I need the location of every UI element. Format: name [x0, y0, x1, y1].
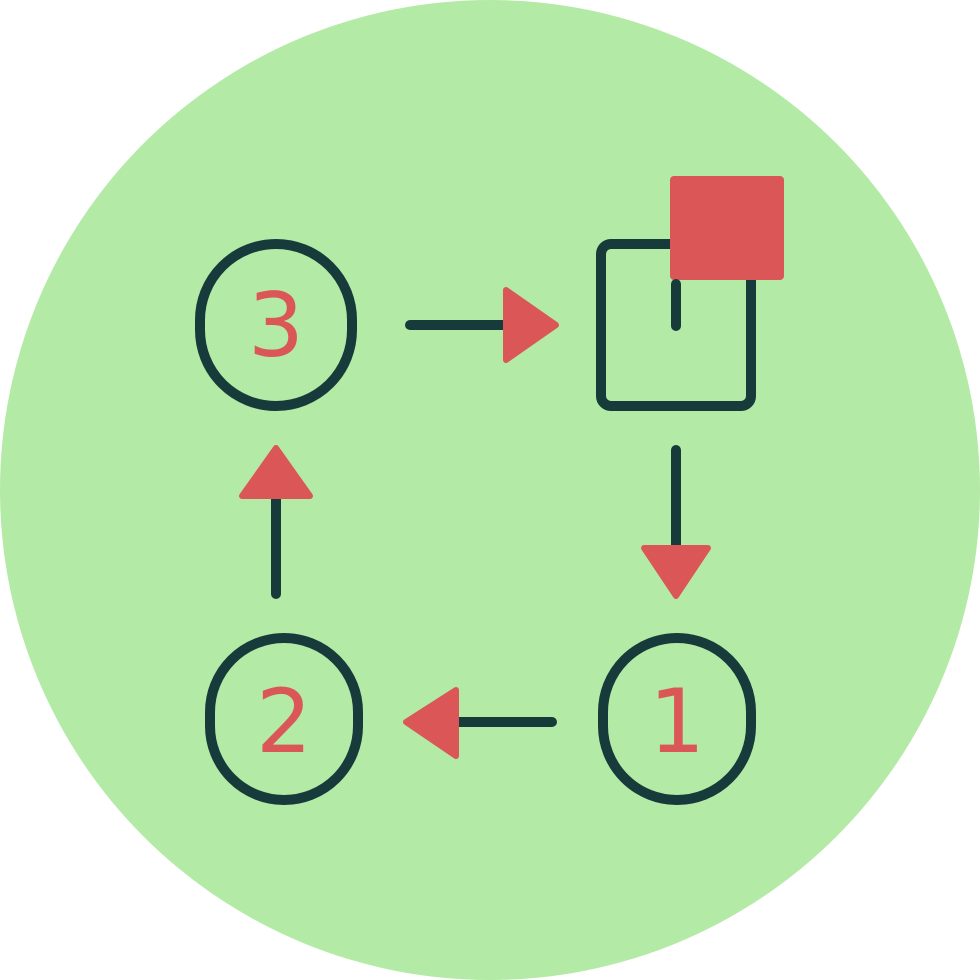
node-step-1: 1 — [598, 633, 756, 805]
arrow-up-head — [239, 445, 313, 499]
arrow-down-head — [641, 545, 711, 599]
node-2-outline — [205, 633, 363, 805]
arrow-left-head — [403, 687, 459, 759]
arrow-left — [403, 687, 557, 759]
arrow-down — [641, 445, 711, 599]
arrow-up — [239, 445, 313, 599]
node-1-outline — [598, 633, 756, 805]
node-step-3: 3 — [195, 239, 357, 411]
node-3-label: 3 — [248, 274, 304, 377]
arrow-right-head — [503, 287, 559, 363]
node-step-2: 2 — [205, 633, 363, 805]
node-1-label: 1 — [649, 670, 705, 773]
red-block — [670, 176, 784, 280]
node-3-outline — [195, 239, 357, 411]
output-square-node — [596, 176, 784, 411]
node-2-label: 2 — [256, 670, 312, 773]
arrow-right — [405, 287, 559, 363]
